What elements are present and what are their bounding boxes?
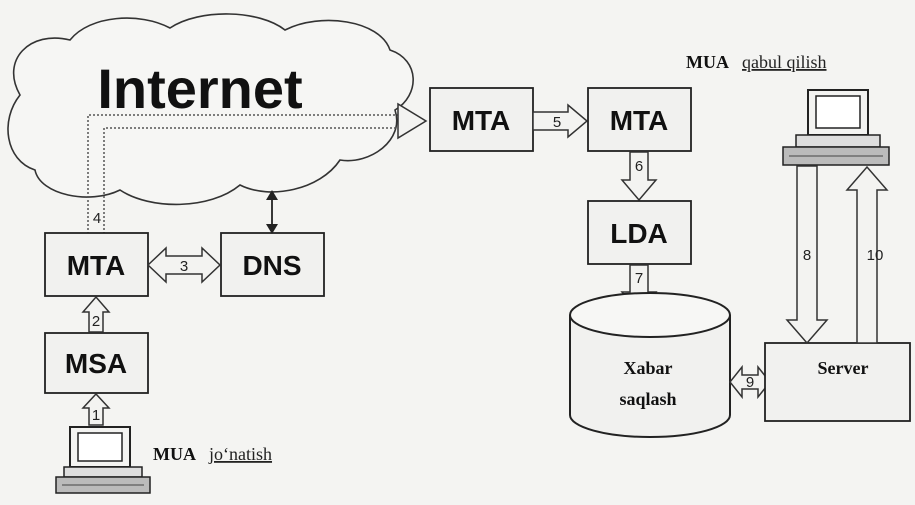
dns-cloud-arrow-down: [266, 224, 278, 234]
dns-cloud-arrow-up: [266, 190, 278, 200]
mta-receiver-box: [587, 87, 692, 152]
mta-sender-box: [44, 232, 149, 297]
arrow-to-mta-middle: [397, 102, 428, 140]
mua-receive-label: MUA qabul qilish: [686, 52, 827, 72]
arrow-mua-server: [785, 165, 829, 345]
step-10: 10: [867, 247, 884, 264]
arrow-mua-msa: [81, 392, 111, 426]
arrow-server-mua: [845, 165, 889, 344]
server-box: [764, 342, 911, 422]
internet-route-line: [87, 114, 410, 238]
lda-box: [587, 200, 692, 265]
arrow-msa-mta: [81, 295, 111, 333]
internet-label: Internet: [97, 57, 302, 120]
step-9: 9: [746, 374, 754, 391]
receiver-computer-icon: [782, 89, 890, 166]
msa-box: [44, 332, 149, 394]
storage-label-line2: saqlash: [619, 389, 676, 409]
step-6: 6: [635, 158, 643, 175]
mta-middle-label: MTA: [452, 105, 511, 136]
mta-middle-box: [429, 87, 534, 152]
dns-label: DNS: [242, 250, 301, 281]
step-1: 1: [92, 407, 100, 424]
mta-receiver-label: MTA: [610, 105, 669, 136]
step-3: 3: [180, 258, 188, 275]
step-5: 5: [553, 114, 561, 131]
arrow-mta-lda: [620, 151, 658, 202]
mta-sender-label: MTA: [67, 250, 126, 281]
sender-computer-icon: [55, 426, 151, 494]
arrow-mta-dns: [146, 246, 222, 284]
step-8: 8: [803, 247, 811, 264]
internet-cloud: [7, 13, 414, 206]
storage-cylinder: [569, 292, 731, 438]
step-4: 4: [93, 210, 101, 227]
step-7: 7: [635, 270, 643, 287]
storage-label-line1: Xabar: [624, 358, 673, 378]
msa-label: MSA: [65, 348, 127, 379]
mua-send-label: MUA jo‘natish: [153, 444, 272, 464]
arrow-mta-mta: [532, 103, 589, 139]
lda-label: LDA: [610, 218, 668, 249]
server-label: Server: [818, 358, 869, 378]
step-2: 2: [92, 313, 100, 330]
